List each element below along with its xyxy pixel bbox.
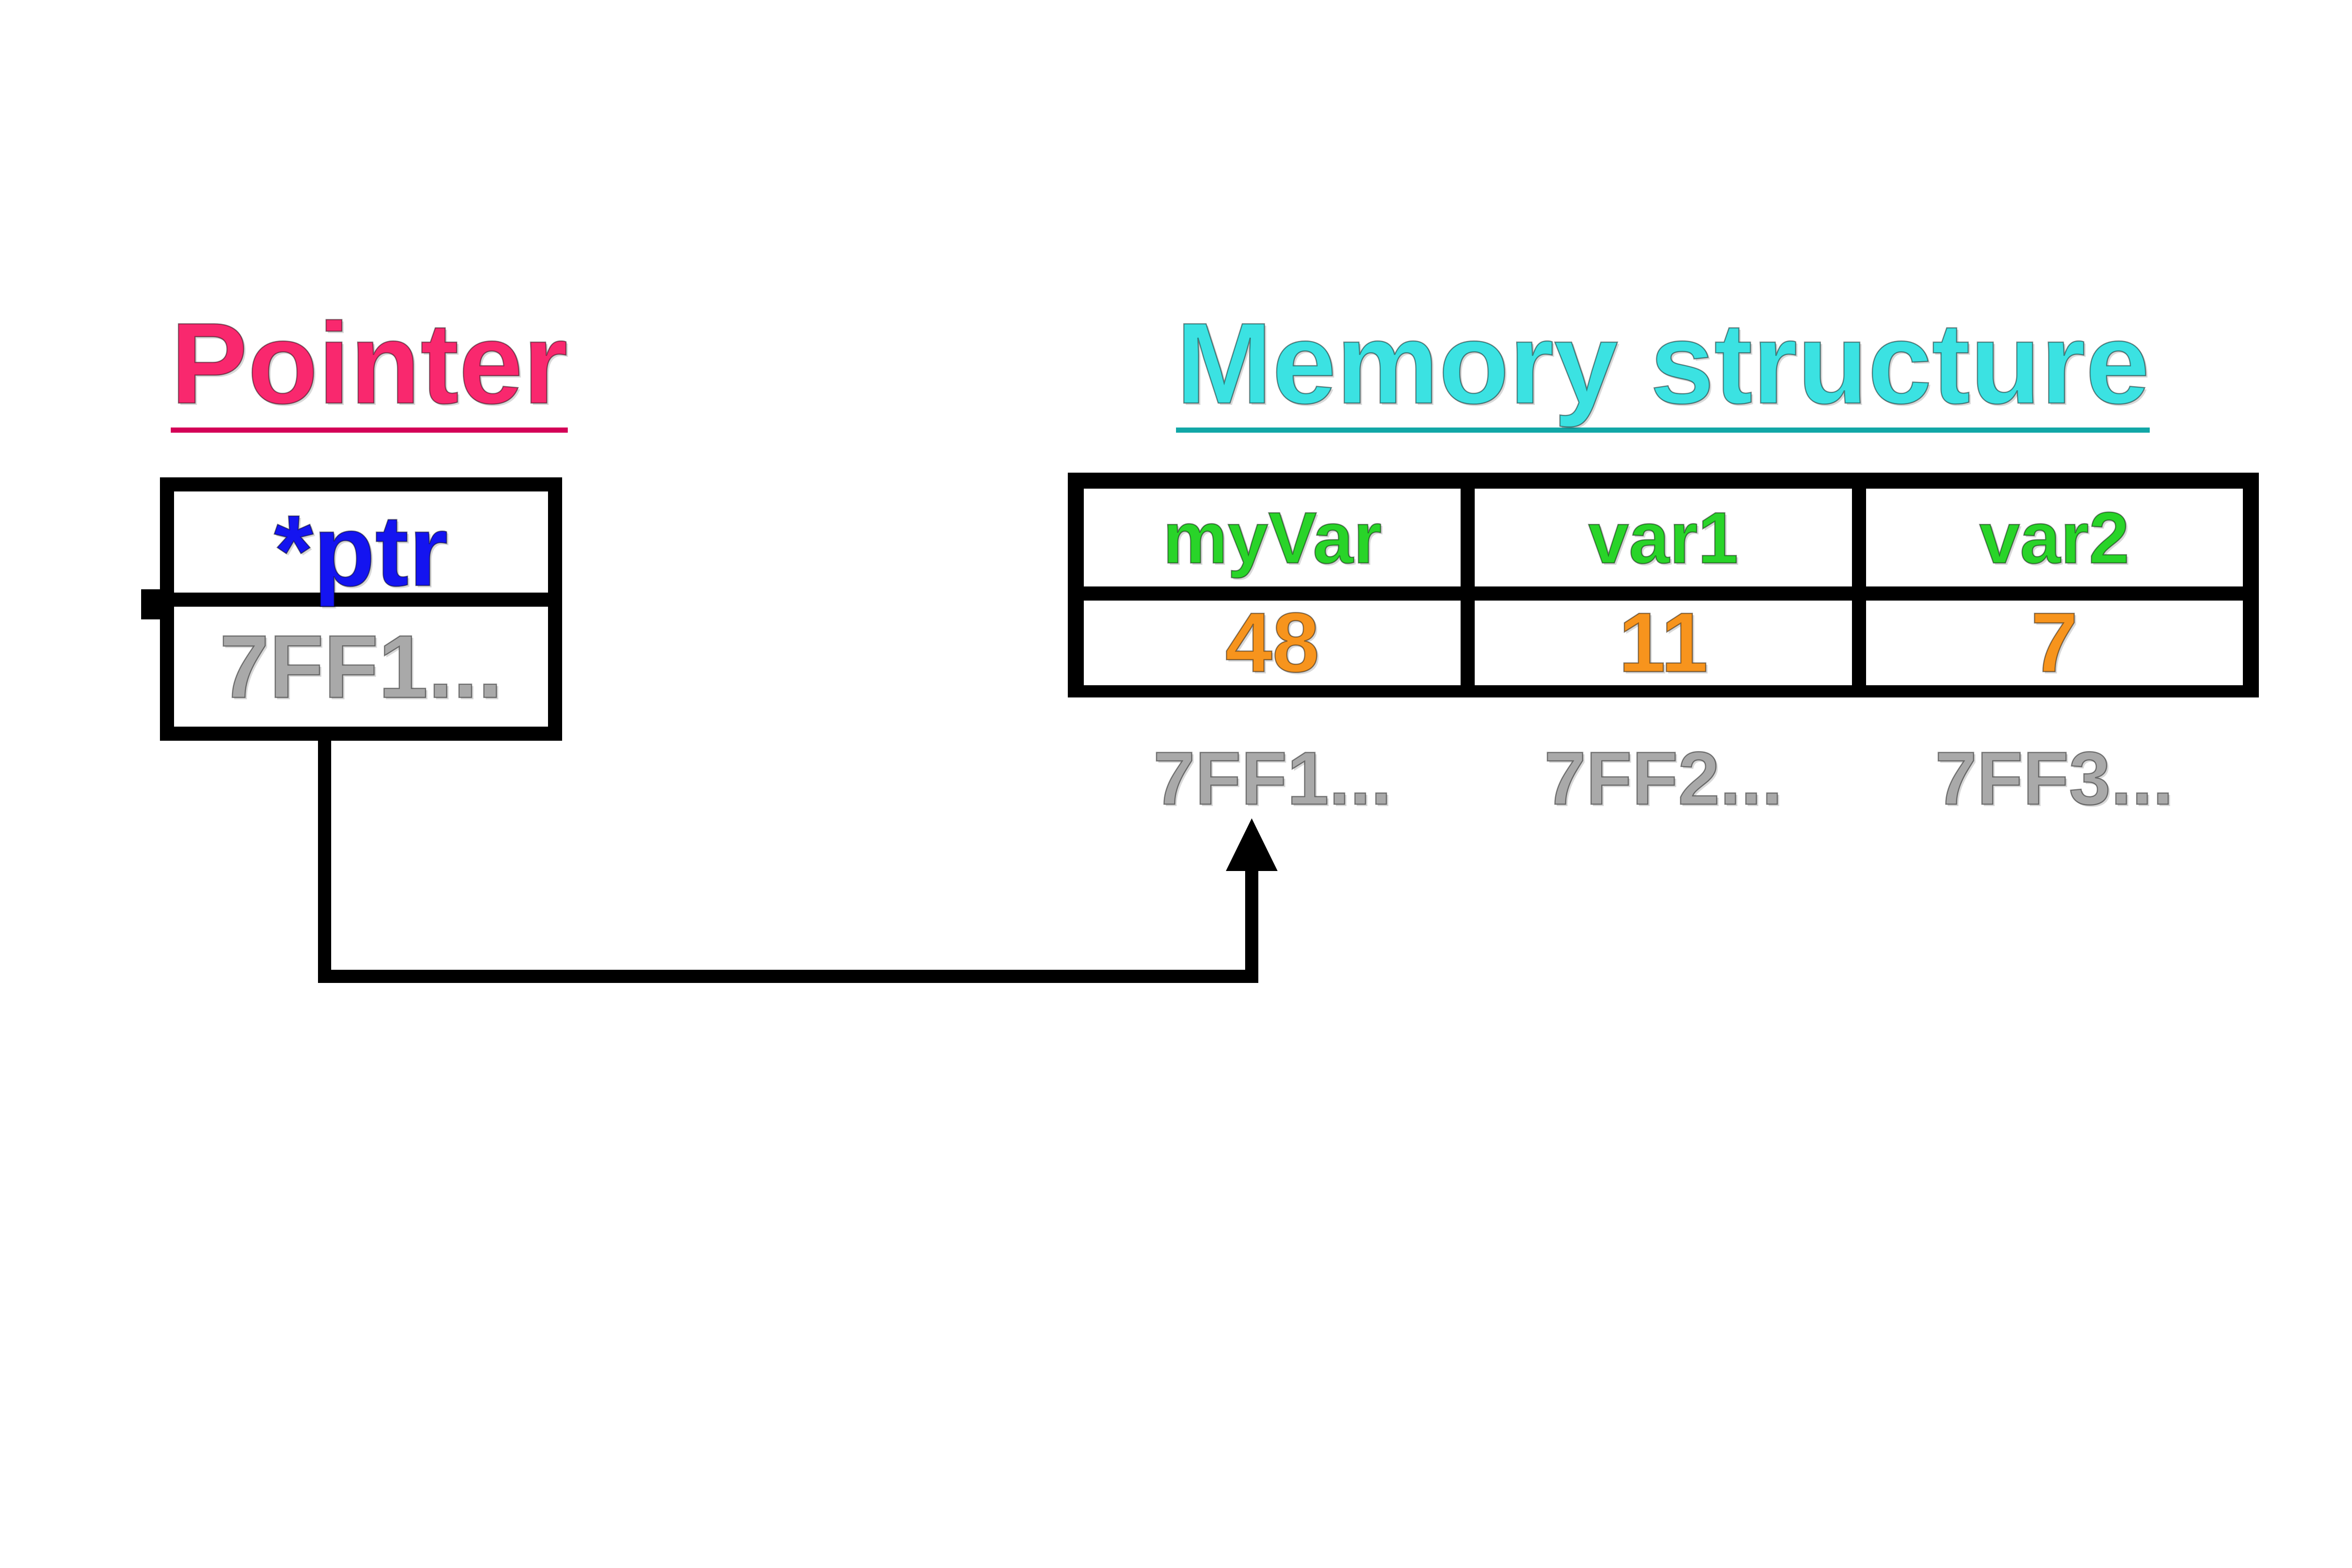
- memory-value-cell-var1: 11: [1475, 595, 1852, 690]
- memory-value-cell-var2: 7: [1866, 595, 2243, 690]
- memory-value-cell-myvar: 48: [1084, 595, 1461, 690]
- pointer-name-cell: *ptr: [174, 491, 548, 602]
- pointer-arrow-horizontal-segment: [318, 970, 1258, 983]
- memory-header-cell-var2: var2: [1866, 489, 2243, 586]
- pointer-address-text: 7FF1...: [219, 617, 503, 717]
- memory-address-label: 7FF3...: [1934, 736, 2174, 820]
- memory-section-title: Memory structure: [1124, 305, 2201, 433]
- pointer-box-divider: [174, 593, 548, 607]
- memory-header-cell-myvar: myVar: [1084, 489, 1461, 586]
- variable-name-text: myVar: [1162, 497, 1383, 578]
- memory-table: myVar var1 var2 48 11 7: [1068, 473, 2259, 697]
- variable-value-text: 7: [2030, 595, 2079, 690]
- pointer-arrow-vertical-segment: [318, 738, 331, 983]
- variable-name-text: var2: [1979, 497, 2130, 578]
- pointer-name-text: *ptr: [273, 494, 449, 607]
- pointer-box: *ptr 7FF1...: [160, 477, 562, 741]
- pointer-arrow-rising-segment: [1245, 868, 1258, 983]
- pointer-section-title: Pointer: [155, 305, 583, 433]
- variable-value-text: 48: [1224, 595, 1320, 690]
- pointer-address-cell: 7FF1...: [174, 607, 548, 727]
- variable-name-text: var1: [1588, 497, 1739, 578]
- arrow-head-icon: [1226, 818, 1278, 871]
- memory-header-cell-var1: var1: [1475, 489, 1852, 586]
- pointer-box-notch: [141, 589, 162, 619]
- memory-address-label: 7FF1...: [1152, 736, 1392, 820]
- pointer-title-text: Pointer: [170, 305, 568, 433]
- memory-address-label: 7FF2...: [1543, 736, 1783, 820]
- memory-title-text: Memory structure: [1176, 305, 2150, 433]
- variable-value-text: 11: [1618, 595, 1709, 690]
